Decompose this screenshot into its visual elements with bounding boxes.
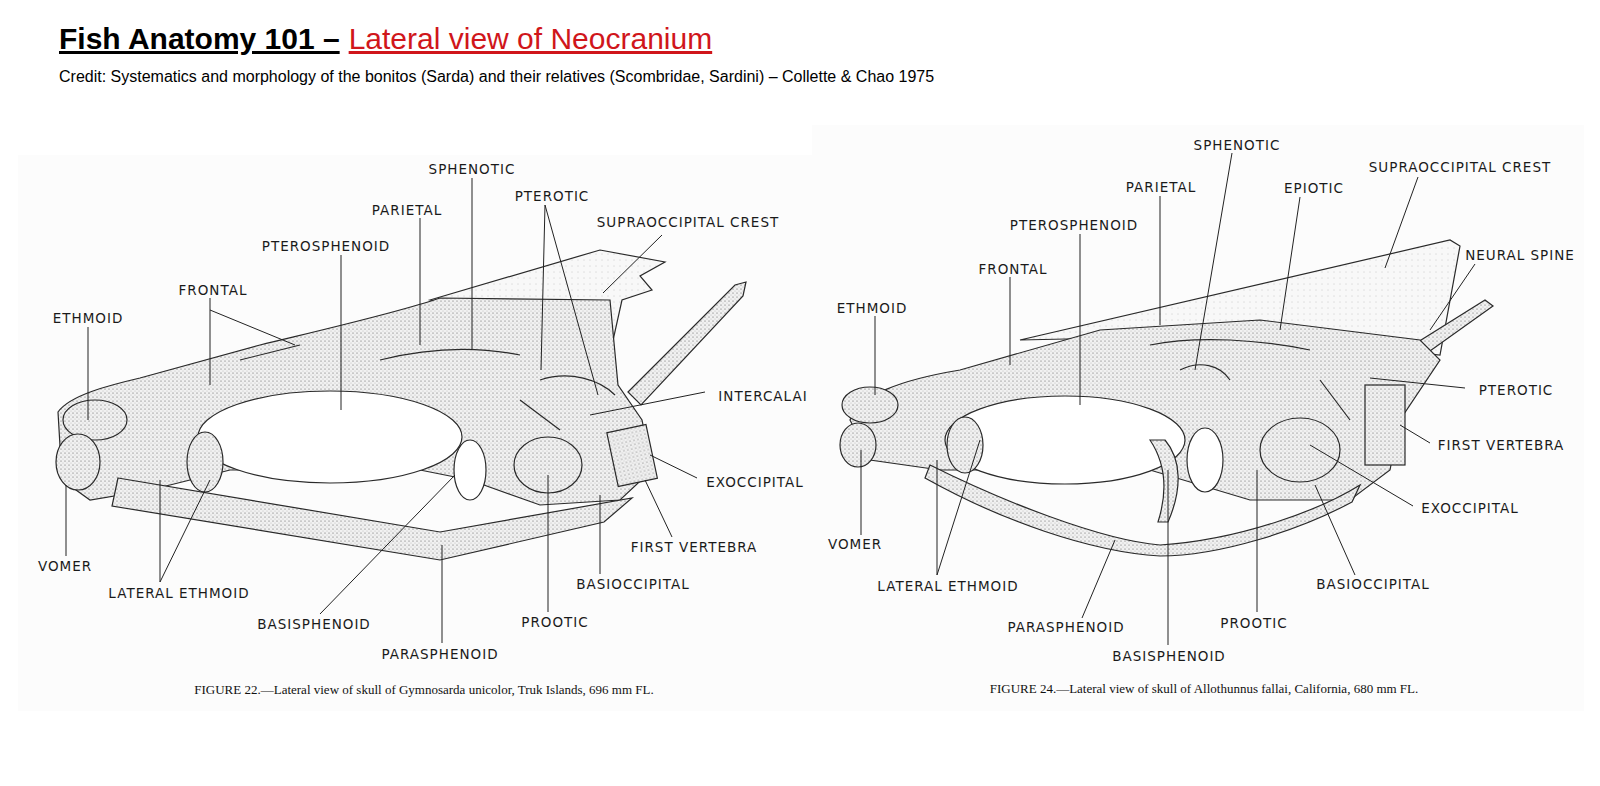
lateral-ethmoid-bone [947, 417, 983, 473]
leader-line [66, 485, 67, 556]
bone-label: BASISPHENOID [1112, 648, 1226, 664]
basisphenoid-hook [1150, 440, 1178, 522]
bone-label: PROOTIC [521, 614, 588, 630]
bone-label: FIRST VERTEBRA [1438, 437, 1565, 453]
leader-line [1430, 264, 1475, 330]
bone-label: EPIOTIC [1284, 180, 1344, 196]
orbit-opening [945, 396, 1185, 484]
leader-line [160, 480, 161, 582]
bone-label: PARIETAL [1126, 179, 1196, 195]
leader-line [341, 255, 342, 410]
leader-line [1082, 540, 1115, 618]
bone-label: ETHMOID [53, 310, 124, 326]
foramen [1187, 428, 1223, 492]
leader-line [210, 298, 211, 385]
bone-label: BASISPHENOID [257, 616, 371, 632]
page-header: Fish Anatomy 101 – Lateral view of Neocra… [59, 22, 712, 56]
suture-line [1150, 340, 1350, 420]
leader-line [1168, 470, 1169, 645]
foramen [454, 440, 486, 500]
leader-line [320, 475, 455, 614]
leader-line [472, 178, 473, 350]
leader-line [937, 440, 980, 575]
leader-line [590, 392, 705, 415]
ethmoid-bone [63, 400, 127, 440]
leader-line [1310, 445, 1413, 506]
lateral-ethmoid-bone [187, 432, 223, 492]
bone-label: PARASPHENOID [1007, 619, 1124, 635]
leader-line [650, 455, 697, 478]
vertebra [1365, 385, 1405, 465]
leader-line [548, 475, 549, 612]
leader-line [603, 235, 662, 293]
leader-lines [66, 153, 1475, 645]
leader-line [442, 545, 443, 643]
bone-label: EXOCCIPITAL [1421, 500, 1518, 516]
leader-line [1400, 425, 1430, 443]
leader-line [160, 480, 210, 582]
bone-label: NEURAL SPINE [1465, 247, 1575, 263]
bone-label: VOMER [828, 536, 882, 552]
bone-label: VOMER [38, 558, 92, 574]
bone-label: PROOTIC [1220, 615, 1287, 631]
neurocranium [58, 298, 652, 505]
bone-label: FRONTAL [979, 261, 1048, 277]
vomer-bone [56, 434, 100, 490]
bone-label: PTEROTIC [515, 188, 590, 204]
leader-line [1315, 485, 1355, 575]
leader-line [541, 205, 545, 370]
bone-label: PARASPHENOID [381, 646, 498, 662]
leader-line [545, 205, 598, 395]
bone-label: BASIOCCIPITAL [576, 576, 690, 592]
neural-spine [628, 282, 746, 405]
figure-caption: FIGURE 24.—Lateral view of skull of Allo… [990, 681, 1419, 697]
leader-line [88, 327, 89, 420]
leader-line [1257, 470, 1258, 612]
page-subtitle: Lateral view of Neocranium [349, 22, 713, 56]
credit-caption: Credit: Systematics and morphology of th… [59, 68, 934, 86]
leader-line [1195, 153, 1232, 370]
leader-line [861, 450, 862, 535]
figure-panel [18, 155, 813, 711]
bone-label: PTEROSPHENOID [1010, 217, 1138, 233]
bone-label: LATERAL ETHMOID [108, 585, 249, 601]
bone-label: INTERCALAI [718, 388, 807, 404]
bone-label: ETHMOID [837, 300, 908, 316]
bone-label: SUPRAOCCIPITAL CREST [1369, 159, 1551, 175]
bone-label: PTEROSPHENOID [262, 238, 390, 254]
bone-label: PARIETAL [372, 202, 442, 218]
bone-label: PTEROTIC [1479, 382, 1554, 398]
bone-label: SPHENOTIC [429, 161, 516, 177]
bone-label: BASIOCCIPITAL [1316, 576, 1430, 592]
leader-line [420, 218, 421, 345]
exoccipital-bone [1260, 418, 1340, 482]
leader-line [1160, 196, 1161, 325]
bone-label: FIRST VERTEBRA [631, 539, 758, 555]
right-skull [840, 240, 1493, 556]
leader-line [1010, 277, 1011, 365]
bone-label: LATERAL ETHMOID [877, 578, 1018, 594]
page-title: Fish Anatomy 101 – [59, 22, 340, 56]
bone-label: FRONTAL [179, 282, 248, 298]
leader-line [1385, 177, 1418, 268]
ethmoid-bone [842, 387, 898, 423]
leader-line [1370, 378, 1465, 388]
figure-panel [812, 125, 1584, 711]
bone-label: SUPRAOCCIPITAL CREST [597, 214, 779, 230]
leader-line [937, 460, 938, 575]
suture-line [240, 345, 615, 430]
vomer-bone [840, 423, 876, 467]
leader-line [1280, 197, 1300, 330]
orbit-opening [198, 391, 462, 483]
bone-label: SPHENOTIC [1194, 137, 1281, 153]
leader-line [1080, 234, 1081, 405]
bone-label: EXOCCIPITAL [706, 474, 803, 490]
figure-caption: FIGURE 22.—Lateral view of skull of Gymn… [194, 682, 654, 698]
leader-line [210, 310, 295, 345]
leader-line [645, 480, 672, 537]
vertebra [607, 424, 658, 486]
leader-line [875, 316, 876, 395]
leader-line [600, 495, 601, 574]
